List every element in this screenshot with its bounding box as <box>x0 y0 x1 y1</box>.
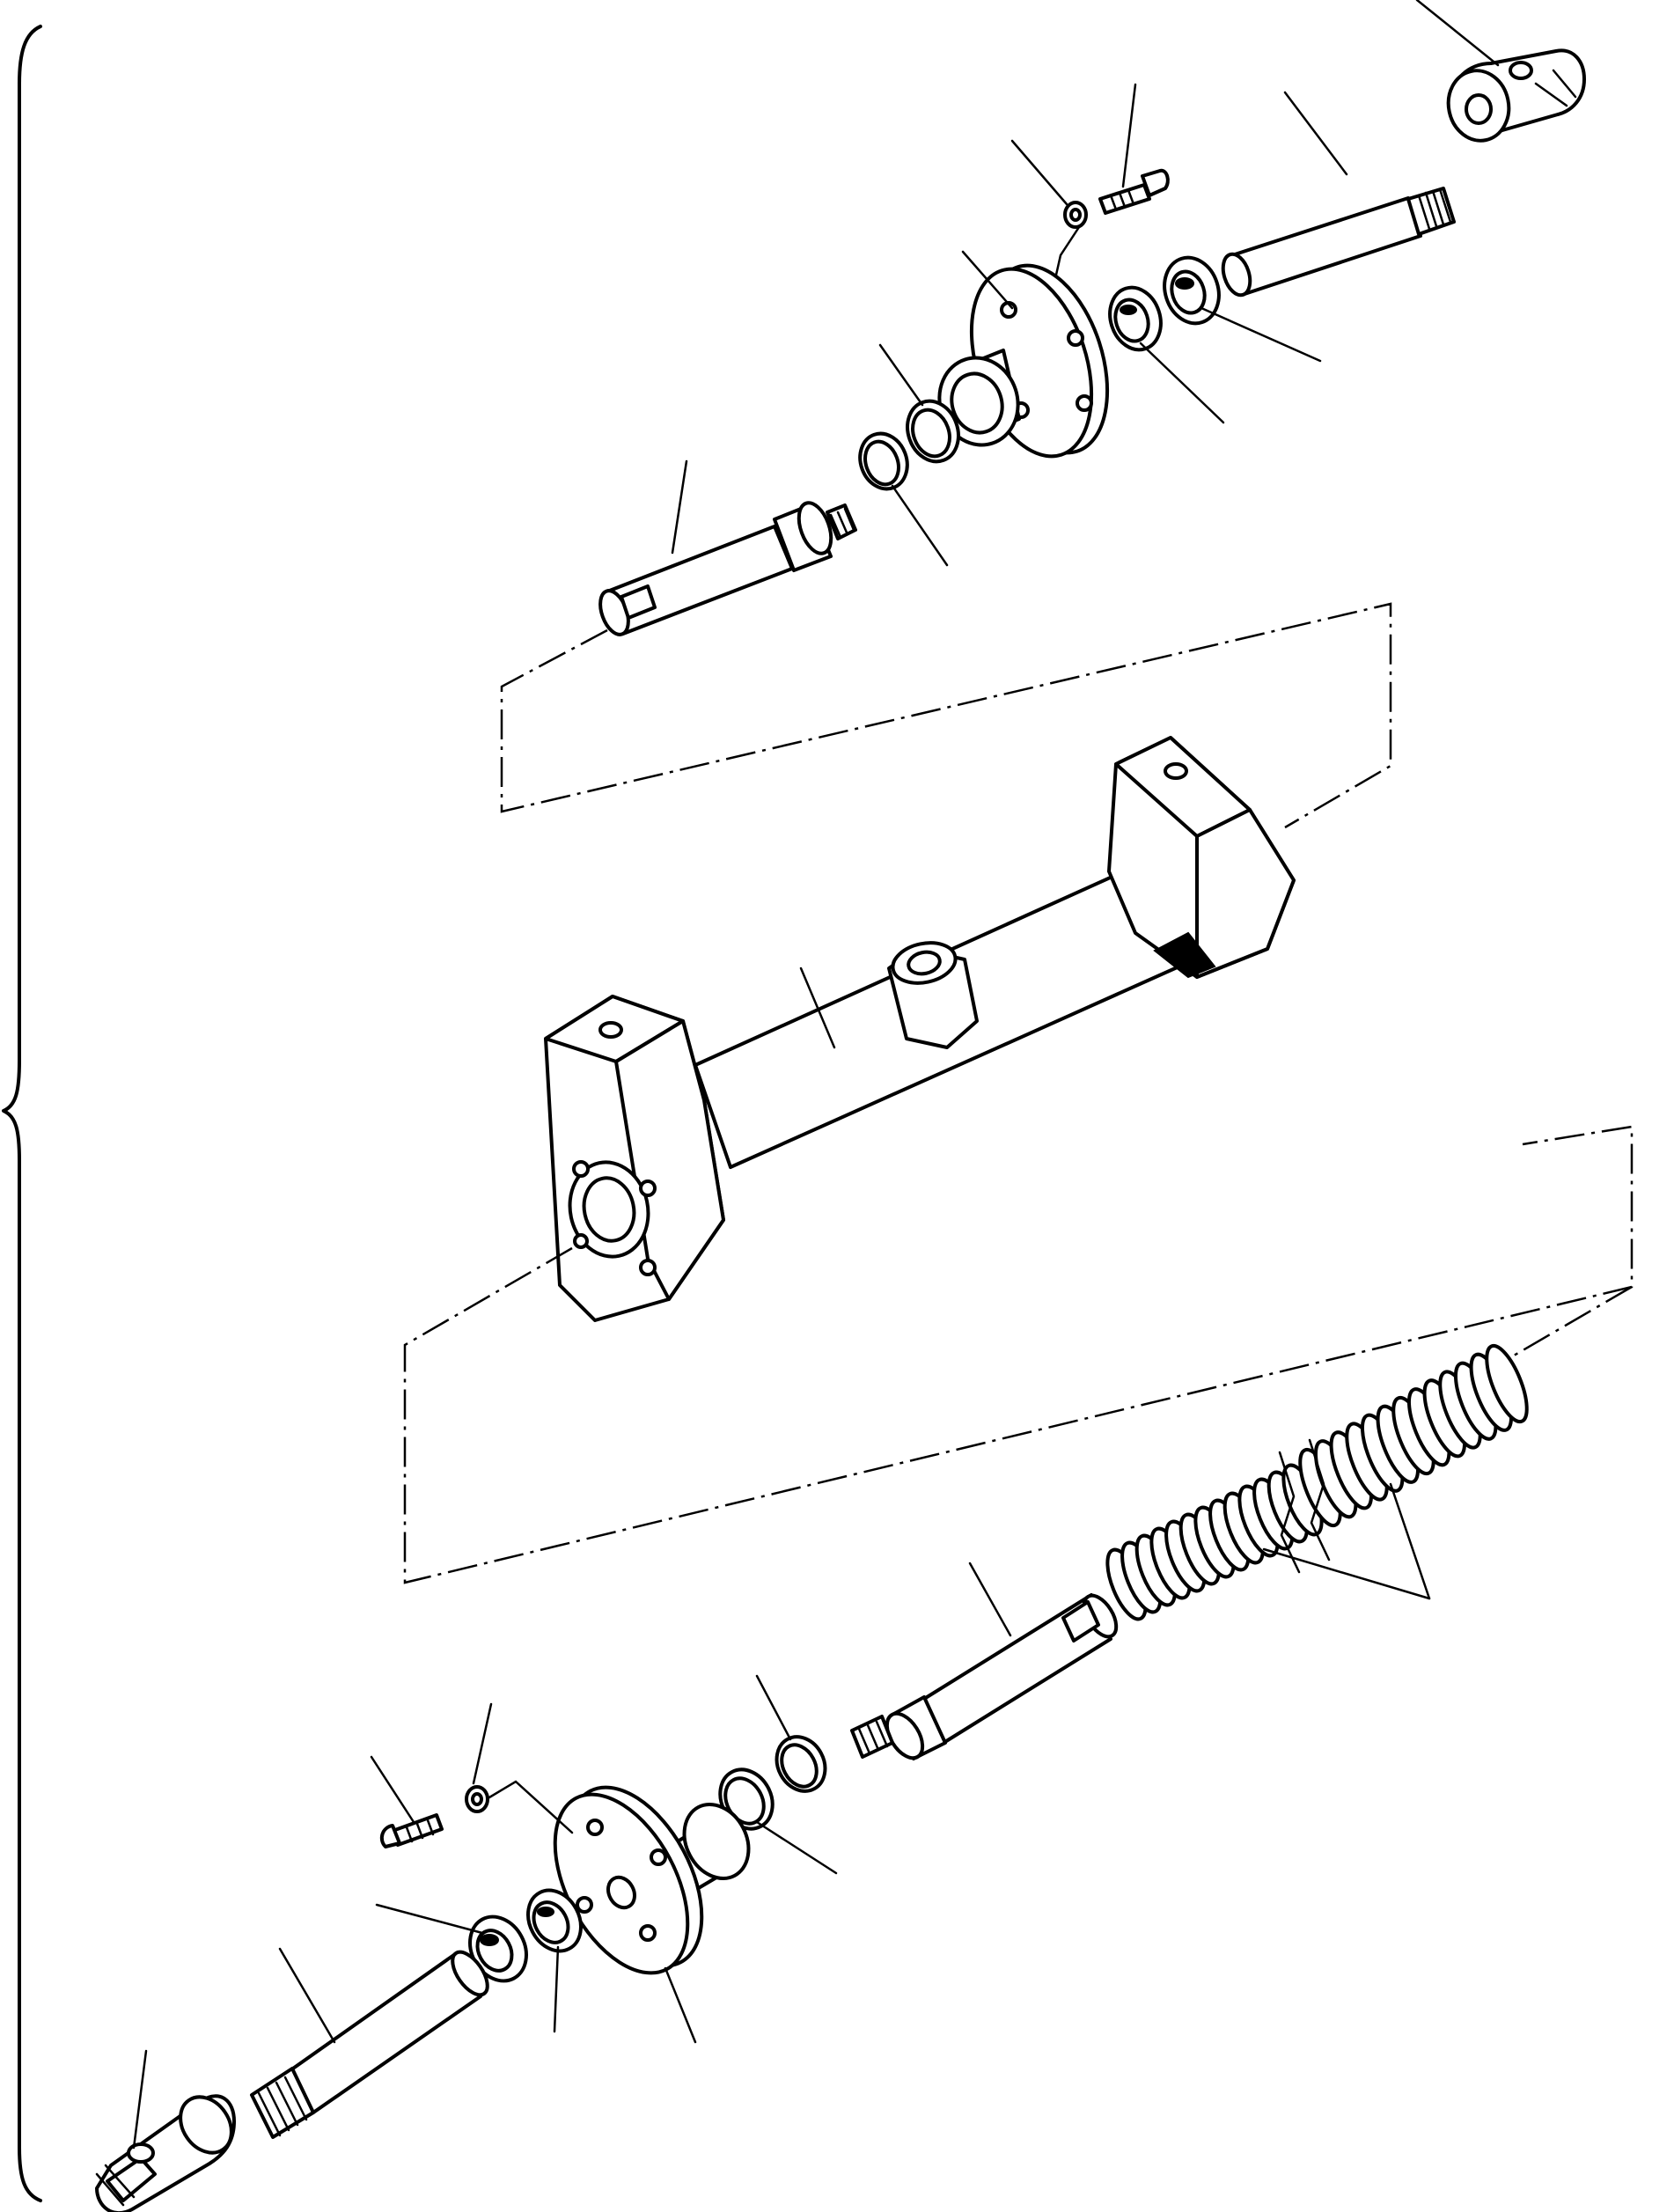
springs <box>1105 1343 1529 1621</box>
seal-top-inner <box>1108 285 1163 352</box>
washer-top <box>1063 201 1088 229</box>
guide-line-bottom <box>403 1125 1634 1584</box>
leader-seal-top-inner <box>1139 342 1225 424</box>
leader-piston-rod-top <box>671 459 688 555</box>
rod-bottom <box>250 1950 489 2139</box>
leader-oring-bottom-b <box>755 1820 838 1875</box>
oring-top-b <box>858 431 909 491</box>
leader-clevis-top <box>1415 0 1500 67</box>
flange-top <box>937 263 1110 459</box>
leader-cylinder-body <box>799 966 836 1049</box>
cylinder-body <box>544 736 1296 1322</box>
leader-oring-bottom-a <box>755 1674 792 1741</box>
seal-top-outer <box>1163 255 1221 326</box>
seal-bottom-outer <box>468 1914 528 1983</box>
clevis-top <box>1446 48 1586 143</box>
leader-clevis-bottom <box>132 2049 148 2150</box>
leader-oring-top-a <box>878 343 924 407</box>
clevis-bottom <box>95 2094 236 2212</box>
leader-washer-top <box>1010 139 1068 206</box>
leader-bolt-top <box>1121 83 1137 188</box>
seal-bottom-inner <box>526 1888 583 1953</box>
oring-bottom-a <box>775 1735 827 1793</box>
leader-oring-top-b <box>891 484 949 567</box>
spring-coil <box>1485 1343 1529 1424</box>
leader-piston-rod-bottom <box>968 1562 1012 1637</box>
leader-flange-top <box>961 250 1014 310</box>
leader-flange-bottom <box>664 1966 697 2044</box>
rod-top <box>1221 187 1456 298</box>
oring-top-a <box>906 399 960 464</box>
leader-rod-top <box>1283 91 1348 176</box>
flange-bottom <box>553 1785 751 1975</box>
leader-seal-bottom-outer <box>375 1903 484 1935</box>
piston-rod-bottom <box>850 1593 1119 1760</box>
guide-line-spring <box>1513 1285 1633 1357</box>
leader-springs-b <box>1389 1482 1431 1600</box>
leader-seal-bottom-inner <box>553 1945 560 2033</box>
bolt-top <box>1098 168 1170 215</box>
leader-seal-top-outer <box>1200 306 1322 363</box>
leader-washer-bottom <box>472 1702 493 1785</box>
washer-bottom-axis <box>488 1780 574 1834</box>
break-mark <box>1278 1438 1331 1574</box>
guide-line-top <box>500 602 1392 829</box>
washer-bottom <box>465 1785 489 1813</box>
piston-rod-top <box>598 501 857 636</box>
bolt-bottom <box>379 1813 444 1848</box>
leader-rod-bottom <box>278 1947 336 2044</box>
leader-springs-a <box>1262 1547 1431 1600</box>
assembly-brace <box>2 25 42 2202</box>
leader-bolt-bottom <box>370 1755 415 1824</box>
